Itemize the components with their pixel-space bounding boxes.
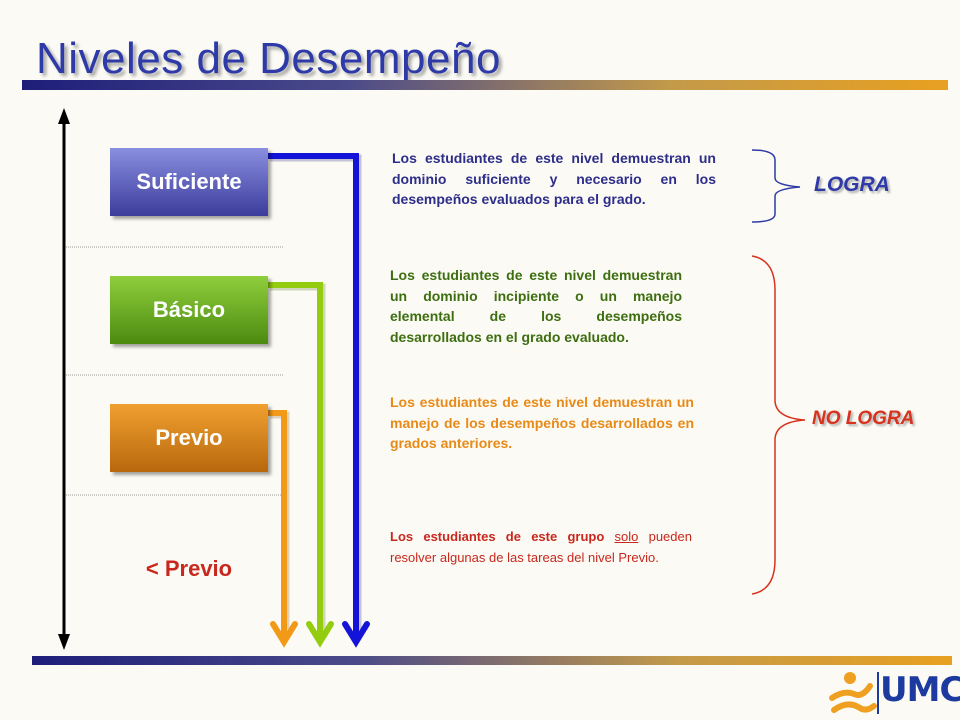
basico-connector-arrow bbox=[270, 283, 326, 638]
no-logra-bracket bbox=[751, 255, 806, 595]
below-previo-description: Los estudiantes de este grupo solo puede… bbox=[390, 527, 692, 568]
suficiente-connector-arrow bbox=[268, 153, 359, 636]
level-box-basico: Básico bbox=[110, 276, 268, 344]
below-description-underlined: solo bbox=[614, 529, 639, 544]
page-title: Niveles de Desempeño bbox=[36, 34, 501, 83]
below-description-suffix: pueden resolver algunas de las tareas de… bbox=[390, 529, 692, 565]
previo-arrowhead bbox=[270, 621, 298, 648]
scale-axis-arrowhead-bottom bbox=[58, 634, 70, 650]
umc-logo-text: UMC bbox=[880, 670, 960, 710]
basico-connector-arrow bbox=[268, 282, 323, 636]
previo-connector-arrow bbox=[268, 410, 287, 636]
footer-bar bbox=[32, 656, 952, 665]
logra-label: LOGRA bbox=[814, 173, 890, 196]
scale-axis-arrowhead-top bbox=[58, 108, 70, 124]
basico-description: Los estudiantes de este nivel demuestran… bbox=[390, 267, 682, 345]
no-logra-label: NO LOGRA bbox=[812, 408, 915, 429]
basico-arrowhead bbox=[306, 621, 334, 648]
suficiente-arrowhead bbox=[342, 621, 370, 648]
suficiente-description: Los estudiantes de este nivel demuestran… bbox=[392, 150, 716, 207]
previo-description: Los estudiantes de este nivel demuestran… bbox=[390, 394, 694, 451]
below-previo-label: < Previo bbox=[145, 556, 233, 581]
level-box-previo: Previo bbox=[110, 404, 268, 472]
runner-icon bbox=[829, 672, 879, 714]
title-underline-bar bbox=[22, 80, 948, 90]
below-description-prefix: Los estudiantes de este grupo bbox=[390, 529, 605, 544]
logra-bracket bbox=[751, 149, 801, 223]
level-box-suficiente: Suficiente bbox=[110, 148, 268, 216]
